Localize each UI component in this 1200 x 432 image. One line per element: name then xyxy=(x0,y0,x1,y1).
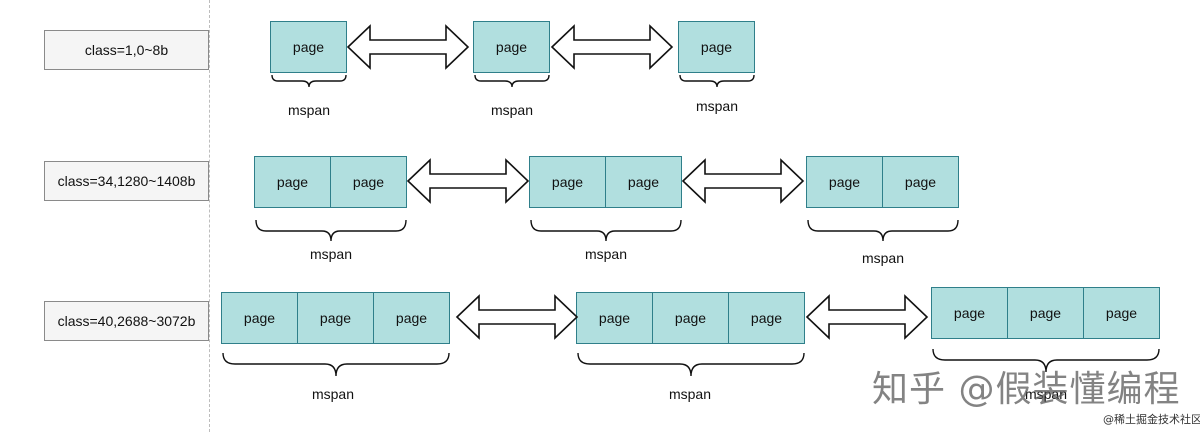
site-mark: @稀土掘金技术社区 xyxy=(1103,413,1200,426)
mspan-label: mspan xyxy=(1024,386,1068,402)
double-arrow-icon xyxy=(550,24,674,70)
mspan-label: mspan xyxy=(490,102,534,118)
class-label-34: class=34,1280~1408b xyxy=(44,161,209,201)
page-cell: page xyxy=(1083,287,1160,339)
page-cell: page xyxy=(373,292,450,344)
class-label-40: class=40,2688~3072b xyxy=(44,301,209,341)
page-cell: page xyxy=(473,21,550,73)
page-cell: page xyxy=(330,156,407,208)
mspan-brace xyxy=(474,74,550,88)
mspan-brace xyxy=(807,219,959,242)
page-cell: page xyxy=(728,292,805,344)
mspan-brace xyxy=(679,74,755,88)
double-arrow-icon xyxy=(455,294,579,340)
page-cell: page xyxy=(1007,287,1084,339)
mspan-brace xyxy=(932,348,1160,373)
page-cell: page xyxy=(931,287,1008,339)
mspan-label: mspan xyxy=(287,102,331,118)
page-cell: page xyxy=(529,156,606,208)
mspan-label: mspan xyxy=(668,386,712,402)
page-cell: page xyxy=(576,292,653,344)
mspan-brace xyxy=(255,219,407,242)
mspan-brace xyxy=(271,74,347,88)
page-cell: page xyxy=(270,21,347,73)
double-arrow-icon xyxy=(346,24,470,70)
mspan-brace xyxy=(577,352,805,377)
double-arrow-icon xyxy=(406,158,530,204)
divider-line xyxy=(209,0,210,432)
mspan-label: mspan xyxy=(861,250,905,266)
class-label-1: class=1,0~8b xyxy=(44,30,209,70)
mspan-brace xyxy=(530,219,682,242)
mspan-label: mspan xyxy=(311,386,355,402)
mspan-label: mspan xyxy=(584,246,628,262)
page-cell: page xyxy=(882,156,959,208)
page-cell: page xyxy=(678,21,755,73)
mspan-brace xyxy=(222,352,450,377)
watermark: 知乎 @假装懂编程 xyxy=(872,369,1181,410)
page-cell: page xyxy=(605,156,682,208)
mspan-label: mspan xyxy=(309,246,353,262)
page-cell: page xyxy=(221,292,298,344)
page-cell: page xyxy=(806,156,883,208)
page-cell: page xyxy=(297,292,374,344)
page-cell: page xyxy=(652,292,729,344)
mspan-label: mspan xyxy=(695,98,739,114)
page-cell: page xyxy=(254,156,331,208)
double-arrow-icon xyxy=(681,158,805,204)
double-arrow-icon xyxy=(805,294,929,340)
